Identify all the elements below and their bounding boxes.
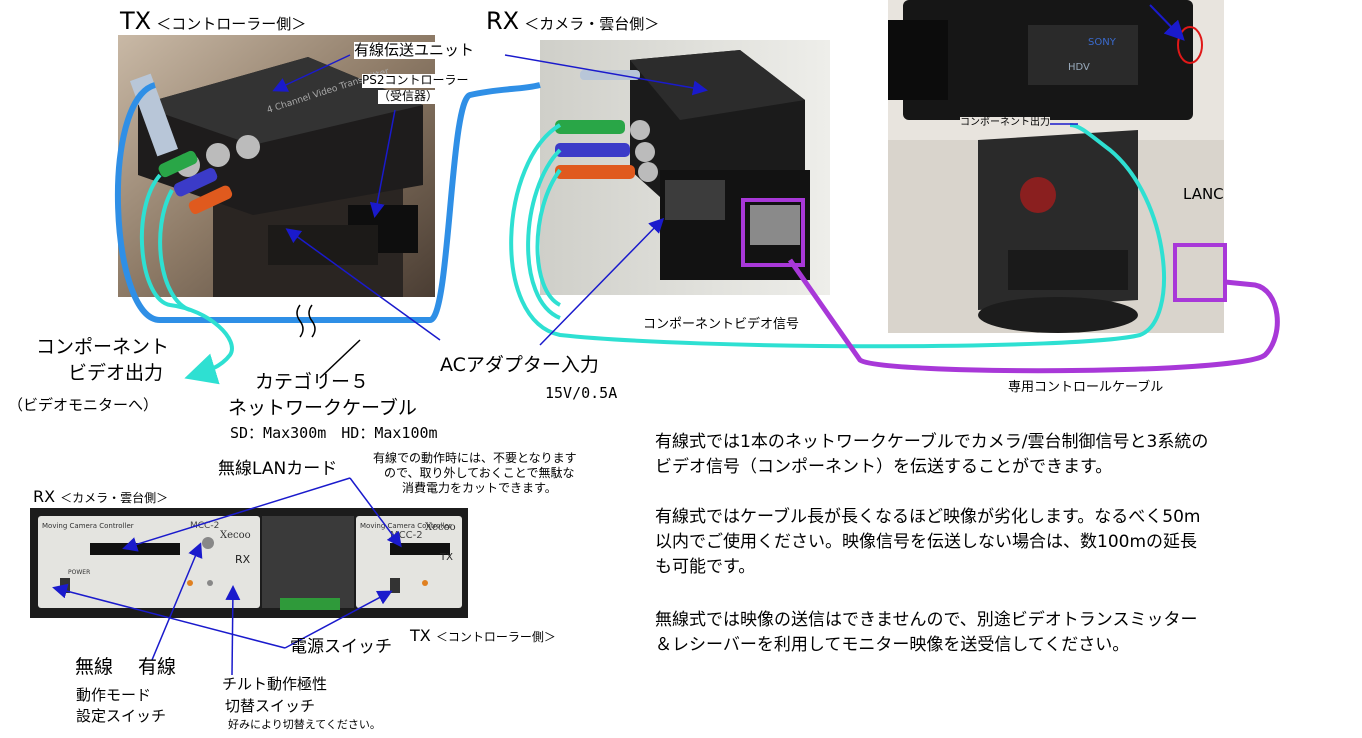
arrow-wired-unit-rx [504, 54, 708, 96]
rx-bottom-letter: RX [33, 487, 56, 506]
lan-note-line2: ので、取り外しておくことで無駄な [384, 466, 575, 480]
rx-panel-brand: Xecoo [220, 530, 251, 541]
lan-note-line1: 有線での動作時には、不要となります [373, 451, 577, 465]
component-cable-rx-3 [535, 168, 562, 307]
arrow-tilt-switch [225, 585, 241, 676]
tx-panel-name: Moving Camera Controller [360, 522, 452, 530]
rx-top-side: ＜カメラ・雲台側＞ [524, 15, 660, 33]
rx-top-title: RX ＜カメラ・雲台側＞ [486, 7, 660, 36]
tx-bottom-side: ＜コントローラー側＞ [435, 630, 556, 644]
category5-line2: ネットワークケーブル [228, 397, 417, 419]
wireless-label: 無線 [75, 656, 114, 678]
tilt-switch-line3: 好みにより切替えてください。 [228, 718, 381, 731]
wireless-lan-label: 無線LANカード [218, 459, 338, 479]
rx-panel-badge: RX [235, 553, 251, 566]
tx-top-title: TX ＜コントローラー側＞ [120, 7, 307, 36]
lan-note-line3: 消費電力をカットできます。 [402, 481, 557, 495]
svg-text:SONY: SONY [1088, 37, 1117, 48]
component-cable-rx [509, 123, 1166, 349]
tilt-switch-line2: 切替スイッチ [225, 697, 316, 715]
rx-connector-box [741, 198, 805, 267]
camera-connector-box [1173, 243, 1227, 302]
front-panels-photo: Moving Camera Controller MCC-2 Xecoo RX … [30, 508, 468, 618]
note-paragraph-2: 有線式ではケーブル長が長くなるほど映像が劣化します。なるべく50m 以内でご使用… [655, 507, 1201, 577]
mode-switch-line1: 動作モード [76, 686, 152, 704]
lanc-label: LANC [1183, 185, 1224, 203]
tx-panel-badge: TX [439, 552, 453, 563]
component-cable-tx-2 [158, 189, 191, 312]
arrow-ps2 [369, 109, 396, 218]
rx-panel-model: MCC-2 [190, 521, 219, 531]
front-panels-illustration: Moving Camera Controller MCC-2 Xecoo RX … [30, 508, 468, 618]
component-cable-rx-2 [526, 148, 562, 320]
component-video-out-line2: ビデオ出力 [68, 362, 164, 384]
svg-text:HDV: HDV [1068, 62, 1090, 73]
note-paragraph-1: 有線式では1本のネットワークケーブルでカメラ/雲台制御信号と3系統の ビデオ信号… [655, 432, 1209, 477]
note-paragraph-3: 無線式では映像の送信はできませんので、別途ビデオトランスミッター ＆レシーバーを… [655, 610, 1198, 655]
wired-unit-label: 有線伝送ユニット [354, 41, 475, 60]
cable-break-mark [296, 304, 316, 338]
arrow-mode-switch [151, 542, 203, 661]
ps2-controller-label: PS2コントローラー [362, 73, 469, 88]
tx-bottom-title: TX ＜コントローラー側＞ [410, 626, 556, 645]
tx-top-letter: TX [120, 7, 152, 35]
component-video-out-line1: コンポーネント [36, 336, 170, 358]
lanc-port-marker [1177, 26, 1203, 64]
dedicated-cable-label: 専用コントロールケーブル [1008, 380, 1164, 395]
component-out-camera-label: コンポーネント出力 [960, 117, 1050, 129]
camera-pan-tilt-photo: SONY HDV [888, 0, 1224, 333]
rx-unit-illustration [540, 40, 830, 295]
rx-bottom-title: RX ＜カメラ・雲台側＞ [33, 487, 169, 506]
tx-top-side: ＜コントローラー側＞ [156, 15, 307, 33]
tilt-switch-line1: チルト動作極性 [222, 675, 328, 693]
mode-switch-line2: 設定スイッチ [76, 707, 167, 725]
arrow-lan-tx [349, 477, 402, 548]
rx-top-letter: RX [486, 7, 520, 35]
arrow-ac-tx [285, 228, 441, 341]
power-switch-label: 電源スイッチ [290, 637, 392, 657]
component-video-signal-label: コンポーネントビデオ信号 [643, 317, 800, 332]
ps2-receiver-label: （受信器） [378, 89, 439, 104]
rx-panel-name: Moving Camera Controller [42, 522, 134, 530]
category5-line1: カテゴリー５ [255, 371, 370, 393]
control-cable-line [787, 258, 1280, 374]
arrow-power-tx [284, 590, 393, 649]
component-cable-tx [139, 173, 234, 385]
network-cable-line [114, 82, 541, 323]
rx-unit-photo [540, 40, 830, 295]
ac-spec-label: 15V/0.5A [545, 384, 618, 402]
wired-label: 有線 [138, 656, 177, 678]
camera-illustration: SONY HDV [888, 0, 1224, 333]
ac-adapter-label: ACアダプター入力 [440, 354, 599, 376]
tx-panel-brand: Xecoo [425, 522, 456, 533]
tx-bottom-letter: TX [410, 626, 431, 645]
to-monitor-label: （ビデオモニターへ） [8, 396, 159, 414]
arrow-ac-rx [539, 217, 665, 346]
tx-panel-model: MCC-2 [390, 530, 423, 541]
arrow-lan-rx [122, 477, 351, 552]
cable-length-label: SD：Max300m HD：Max100m [230, 424, 438, 442]
cat5-pointer [319, 339, 361, 379]
rx-bottom-side: ＜カメラ・雲台側＞ [60, 491, 169, 505]
arrow-wired-unit-tx [272, 54, 351, 92]
rx-panel-power: POWER [68, 569, 90, 576]
